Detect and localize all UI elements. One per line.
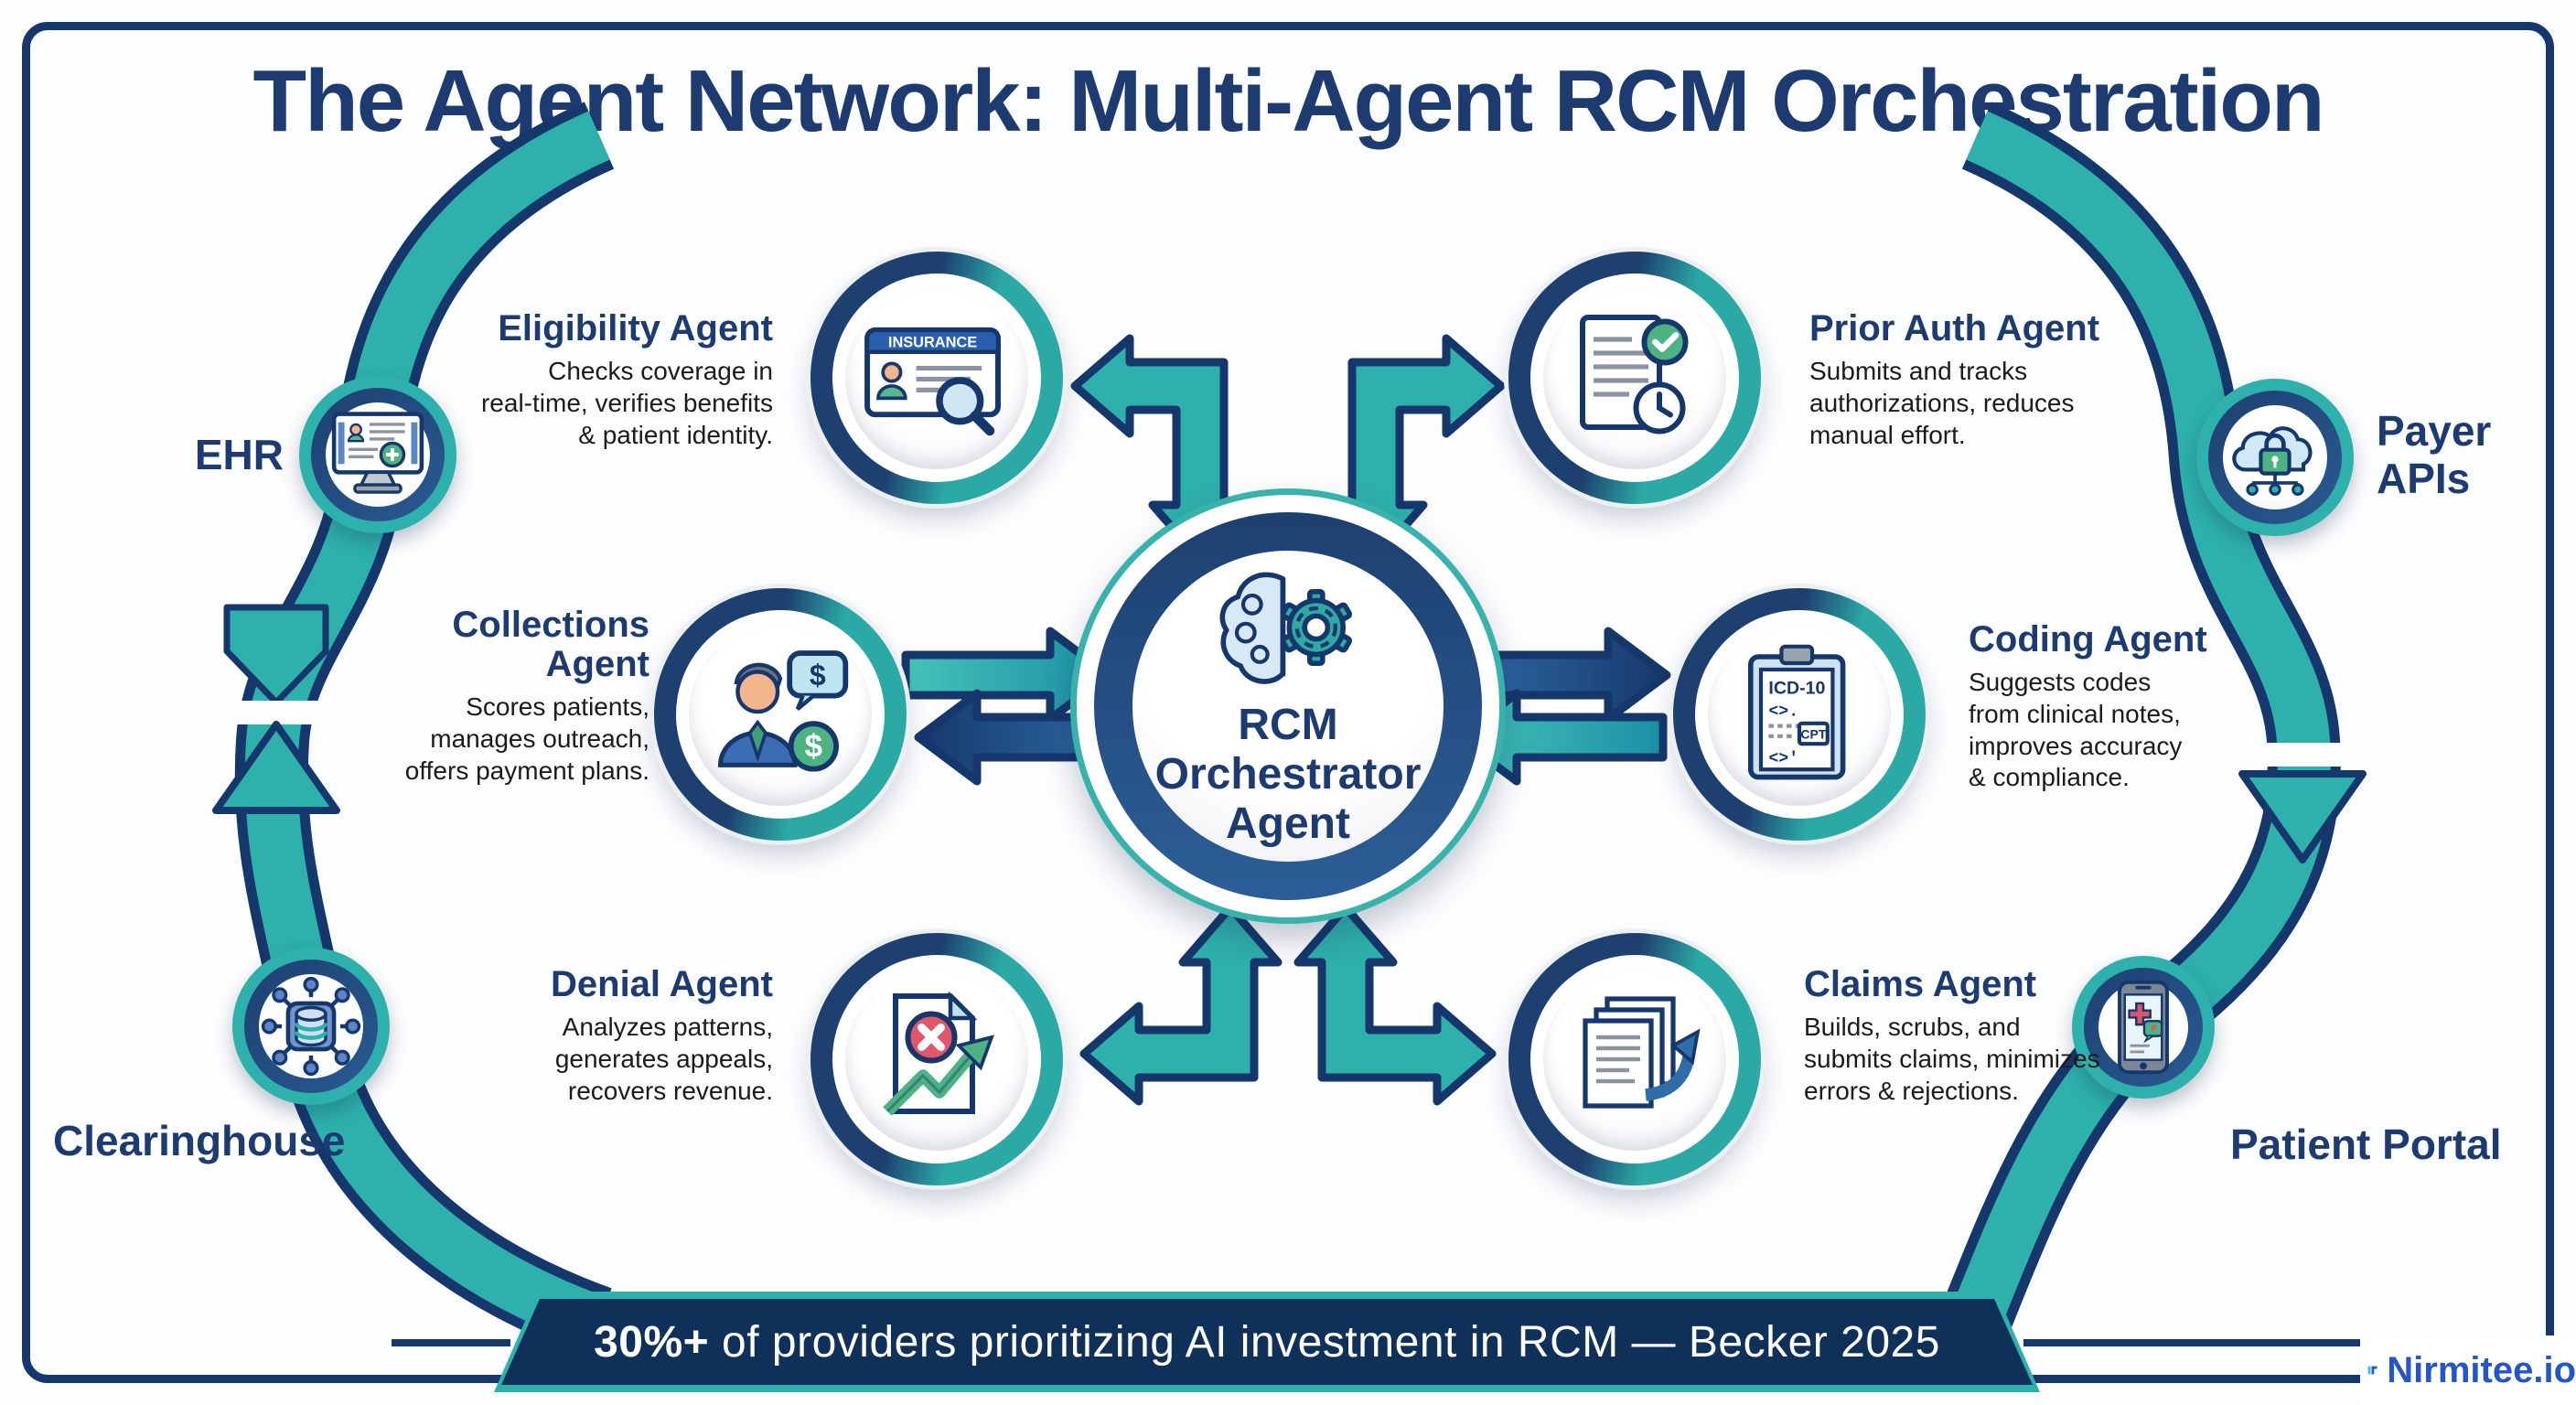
brain-gear-icon — [1219, 573, 1353, 685]
agent-description: Builds, scrubs, and submits claims, mini… — [1804, 1013, 2100, 1105]
label-patient-portal: Patient Portal — [2230, 1121, 2502, 1168]
agent-name: Claims Agent — [1804, 964, 2037, 1004]
down-arrowhead-icon — [2238, 770, 2367, 863]
svg-text:CPT: CPT — [1800, 727, 1826, 742]
hub-label: RCM Orchestrator Agent — [1154, 701, 1422, 848]
svg-text:INSURANCE: INSURANCE — [888, 335, 977, 351]
node-clearinghouse — [232, 948, 390, 1105]
elbow-arrow-denial-hub — [1079, 903, 1283, 1106]
clipboard-codes-icon: ICD-10 <>. CPT <>' — [1748, 644, 1846, 780]
text-coding-agent: Coding Agent Suggests codes from clinica… — [1969, 619, 2353, 794]
agent-name: Eligibility Agent — [498, 308, 773, 349]
svg-text:ICD-10: ICD-10 — [1768, 679, 1825, 699]
circle-coding-agent: ICD-10 <>. CPT <>' — [1673, 588, 1926, 841]
circle-eligibility-agent: INSURANCE — [810, 252, 1063, 504]
elbow-arrow-claims-hub — [1293, 903, 1497, 1106]
agent-description: Analyzes patterns, generates appeals, re… — [554, 1013, 773, 1105]
nirmitee-logo-icon — [2367, 1366, 2377, 1375]
node-ehr — [299, 376, 456, 533]
database-network-icon — [261, 976, 361, 1077]
agent-description: Scores patients, manages outreach, offer… — [404, 692, 649, 785]
agent-name: Coding Agent — [1969, 619, 2207, 660]
node-patient-portal — [2072, 956, 2215, 1099]
circle-claims-agent — [1508, 933, 1761, 1185]
svg-text:<>.: <>. — [1768, 702, 1798, 721]
node-payer-apis — [2196, 379, 2354, 536]
agent-description: Checks coverage in real-time, verifies b… — [480, 357, 773, 449]
svg-text:$: $ — [805, 729, 822, 765]
label-ehr: EHR — [194, 431, 284, 478]
agent-name: Prior Auth Agent — [1809, 308, 2100, 349]
label-clearinghouse: Clearinghouse — [53, 1117, 346, 1164]
text-claims-agent: Claims Agent Builds, scrubs, and submits… — [1804, 964, 2280, 1107]
svg-text:<>': <>' — [1768, 750, 1798, 768]
text-denial-agent: Denial Agent Analyzes patterns, generate… — [384, 964, 773, 1107]
agent-name: Denial Agent — [551, 964, 773, 1004]
up-arrowhead-icon — [212, 721, 340, 814]
agent-description: Suggests codes from clinical notes, impr… — [1969, 668, 2183, 792]
document-check-clock-icon — [1580, 315, 1689, 434]
svg-text:$: $ — [810, 659, 826, 692]
insurance-card-icon: INSURANCE — [864, 327, 1001, 436]
brand-logo: Nirmitee.io — [2360, 1335, 2576, 1405]
banner-connector-right — [2023, 1339, 2371, 1346]
text-collections-agent: Collections Agent Scores patients, manag… — [302, 605, 649, 788]
left-flow-arc — [212, 102, 615, 1357]
circle-prior-auth-agent — [1508, 252, 1761, 504]
label-payer-apis: Payer APIs — [2377, 407, 2492, 502]
cloud-lock-icon — [2232, 426, 2313, 496]
person-payment-icon: $ $ — [717, 650, 849, 772]
circle-rcm-orchestrator: RCM Orchestrator Agent — [1070, 488, 1506, 924]
stat-banner-text: 30%+ of providers prioritizing AI invest… — [594, 1317, 1940, 1367]
claims-stack-icon — [1583, 996, 1701, 1109]
stat-caption: of providers prioritizing AI investment … — [709, 1317, 1940, 1367]
brand-logo-text: Nirmitee.io — [2387, 1349, 2576, 1390]
agent-description: Submits and tracks authorizations, reduc… — [1809, 357, 2075, 449]
stat-banner: 30%+ of providers prioritizing AI invest… — [494, 1292, 2040, 1392]
banner-connector-left — [392, 1339, 510, 1346]
stat-value: 30%+ — [594, 1317, 710, 1367]
circle-collections-agent: $ $ — [654, 588, 907, 841]
text-eligibility-agent: Eligibility Agent Checks coverage in rea… — [370, 308, 773, 451]
circle-denial-agent — [810, 933, 1063, 1185]
denied-document-chart-icon — [883, 991, 994, 1116]
agent-name: Collections Agent — [452, 605, 649, 685]
right-flow-arc — [1939, 102, 2367, 1337]
mobile-health-icon — [2118, 980, 2169, 1075]
text-prior-auth-agent: Prior Auth Agent Submits and tracks auth… — [1809, 308, 2285, 451]
left-arc-chevron — [223, 604, 329, 706]
ehr-monitor-icon — [331, 412, 424, 494]
